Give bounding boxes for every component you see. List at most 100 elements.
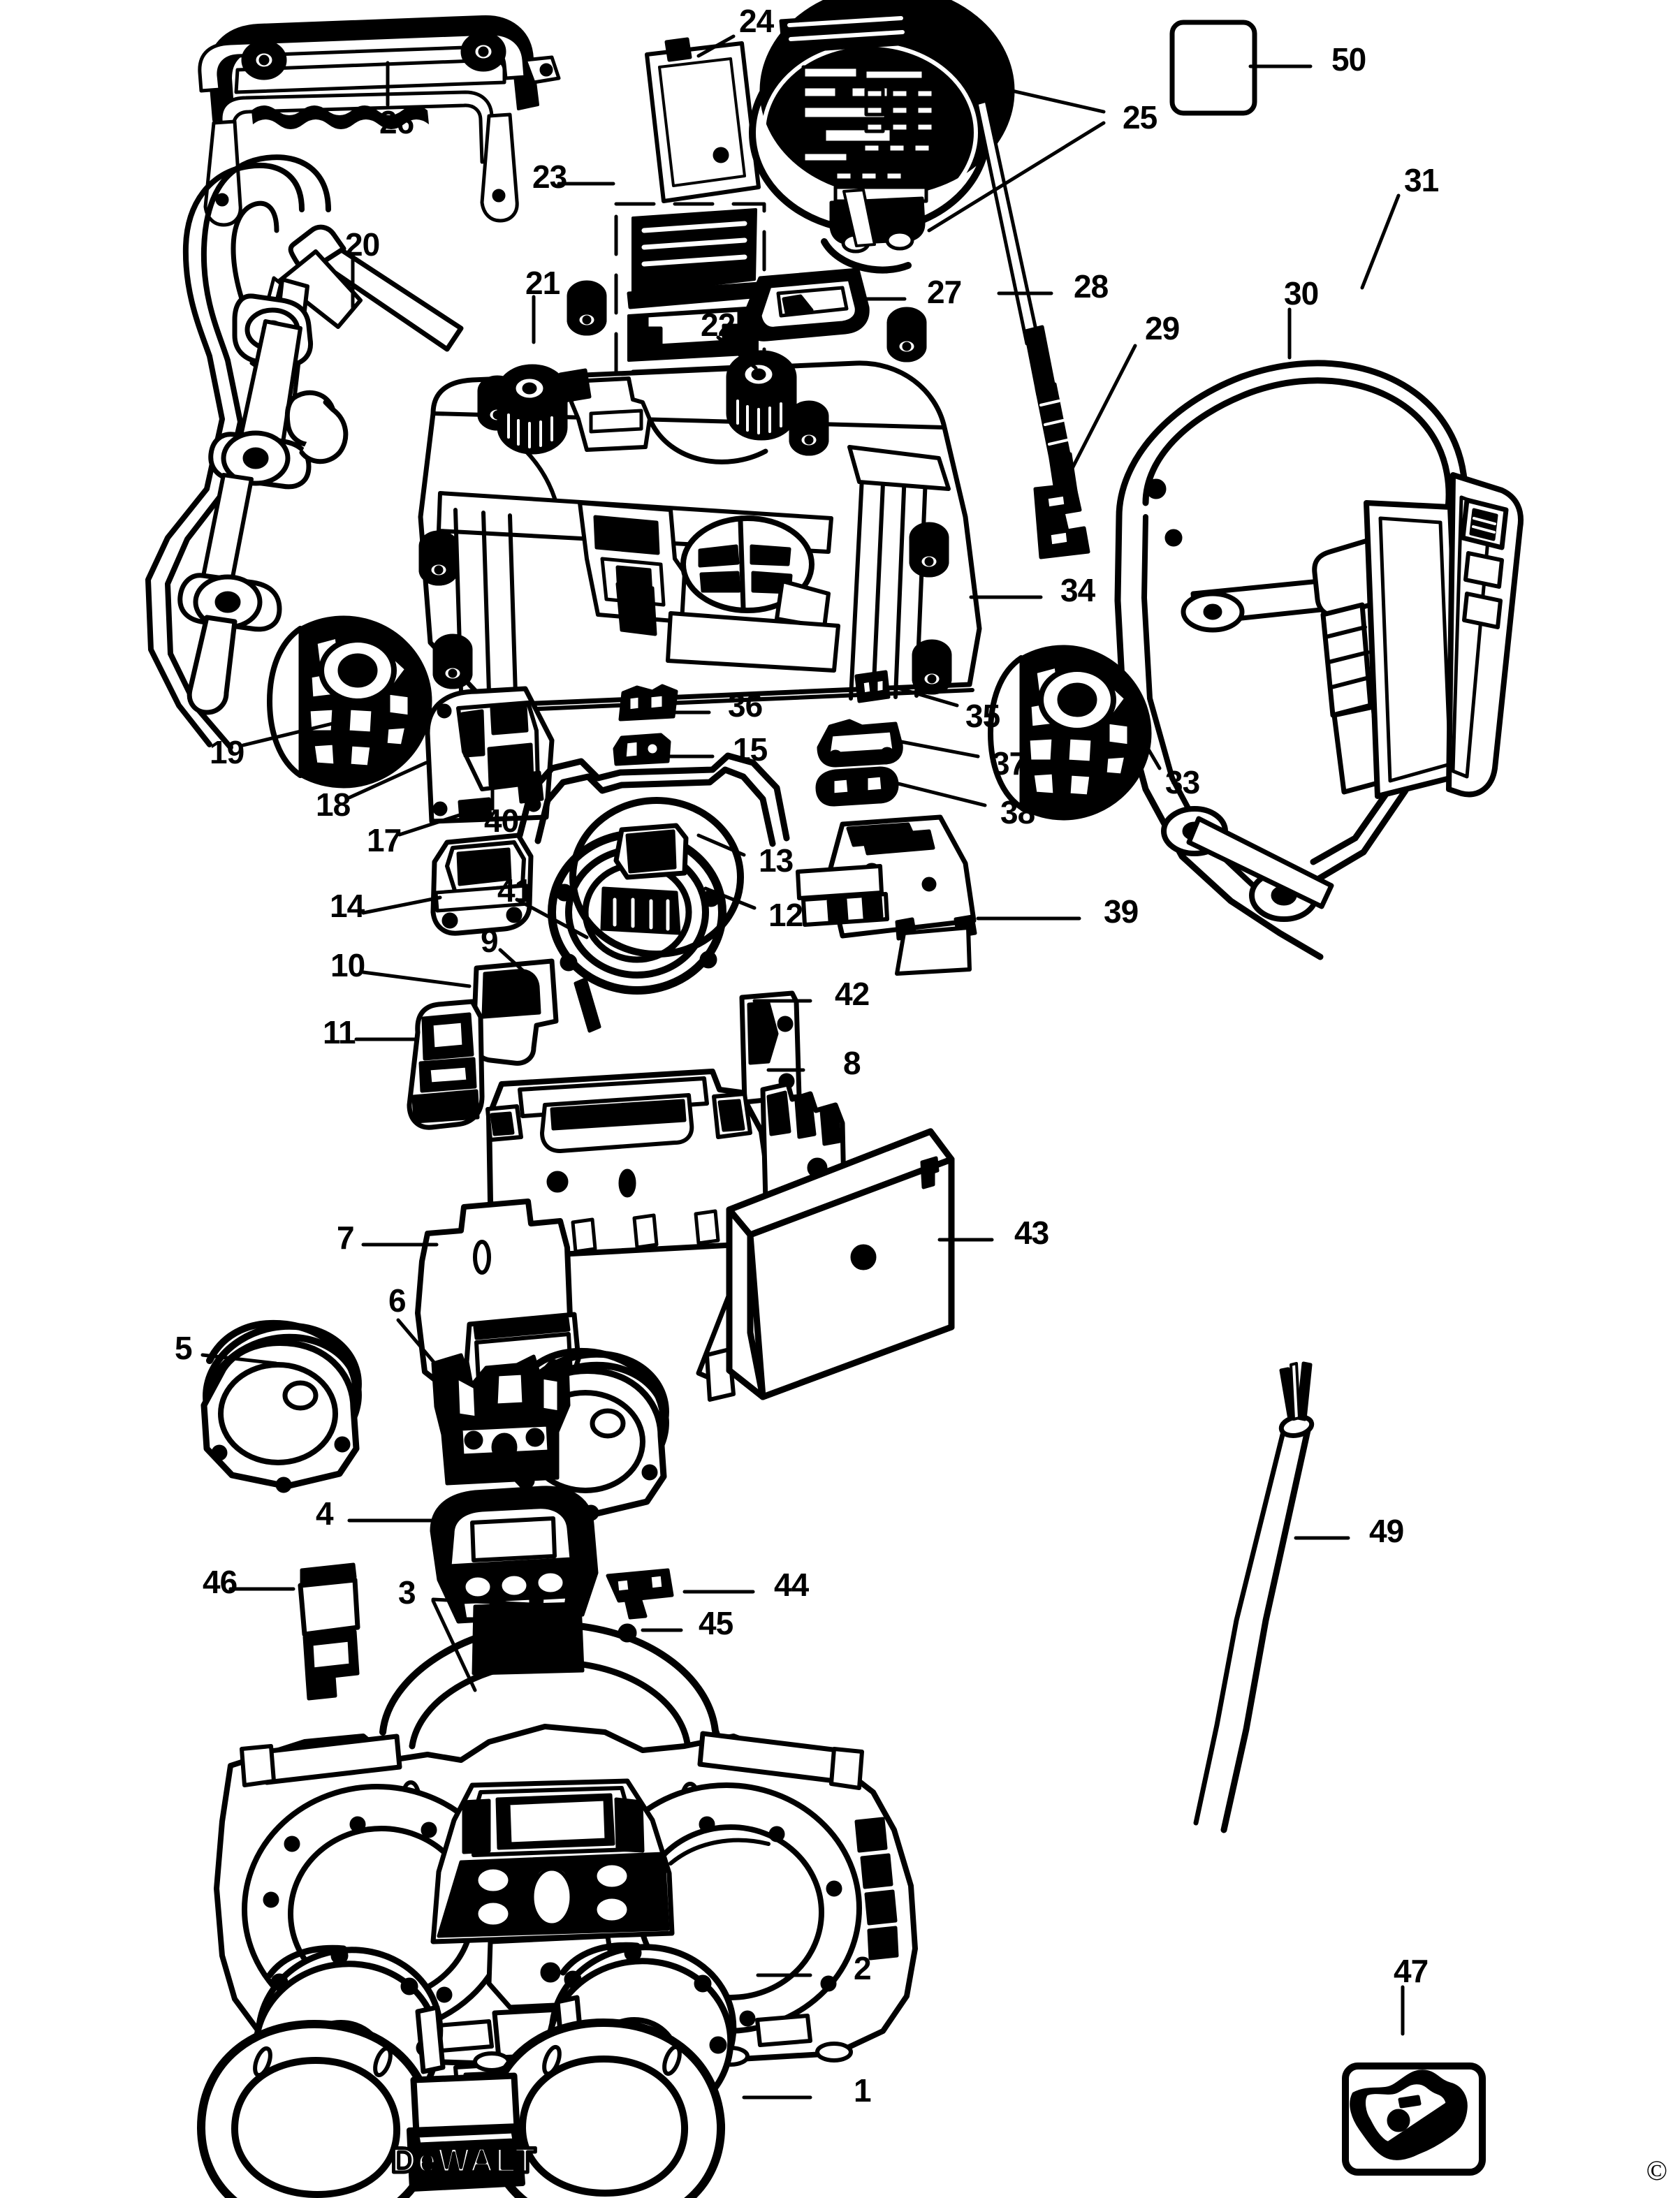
callout-49-power-cord[interactable]: 49: [1369, 1513, 1404, 1549]
part-43-battery-pack-housing: [726, 1128, 955, 1400]
callout-42-mounting-tab-plate[interactable]: 42: [835, 976, 870, 1012]
part-40-wire-form-bracket: [516, 752, 790, 847]
callout-46-aux-jack-module[interactable]: 46: [203, 1564, 238, 1600]
leader-line-19: [241, 721, 337, 747]
part-36-terminal-clip-large: [618, 684, 678, 721]
callout-5-left-speaker-driver[interactable]: 5: [175, 1330, 193, 1366]
part-27-battery-compartment-cap: [741, 268, 870, 342]
callout-13-speaker-basket[interactable]: 13: [759, 842, 794, 879]
callout-21-volume-knob[interactable]: 21: [525, 265, 560, 301]
leader-line-38: [885, 779, 987, 807]
callout-18-side-bracket-plate[interactable]: 18: [316, 786, 351, 823]
part-18-side-bracket-plate: [425, 686, 555, 824]
callout-6-speaker-bracket[interactable]: 6: [388, 1282, 407, 1319]
part-33-right-speaker-grille: [988, 645, 1152, 821]
callout-41-speaker-gasket[interactable]: 41: [497, 872, 532, 909]
callout-33-right-speaker-grille[interactable]: 33: [1165, 764, 1200, 800]
part-9-pin: [574, 977, 601, 1033]
part-20-left-roll-cage-frame: [145, 154, 464, 750]
callout-22-tuner-knob[interactable]: 22: [701, 307, 736, 343]
leader-line-17: [397, 810, 470, 837]
callout-17-retaining-tab[interactable]: 17: [367, 822, 402, 858]
leader-line-13: [696, 833, 746, 857]
leader-lines: [200, 34, 1405, 2100]
part-30-right-roll-cage-frame: [1114, 360, 1468, 960]
leader-line-24: [696, 34, 736, 58]
callout-10-switch-cover[interactable]: 10: [330, 947, 365, 983]
callout-8-chassis-frame[interactable]: 8: [843, 1045, 861, 1081]
leader-line-41: [515, 897, 589, 939]
leader-line-35: [896, 686, 959, 708]
callout-30-right-roll-cage-frame[interactable]: 30: [1284, 275, 1319, 312]
leader-line-29: [1063, 344, 1137, 484]
callout-36-terminal-clip-large[interactable]: 36: [728, 687, 763, 724]
callout-3-front-housing-shell[interactable]: 3: [398, 1574, 416, 1611]
callout-4-control-panel-trim[interactable]: 4: [316, 1495, 334, 1532]
callout-24-battery-door-latch[interactable]: 24: [739, 3, 774, 39]
callout-7-rear-inner-shield[interactable]: 7: [337, 1219, 355, 1256]
callout-12-speaker-magnet-assembly[interactable]: 12: [768, 897, 803, 933]
callout-19-left-speaker-grille[interactable]: 19: [210, 734, 244, 770]
part-28-telescopic-antenna: [974, 98, 1079, 506]
leader-line-12: [703, 886, 757, 910]
part-37-grommet-plate: [817, 719, 903, 768]
part-14-transformer-block: [430, 833, 534, 936]
part-25-wiring-harness-coil: [749, 0, 1015, 274]
part-11-switch-body: [407, 999, 485, 1130]
callout-29-antenna-clip[interactable]: 29: [1145, 310, 1180, 346]
part-46-aux-jack-module: [298, 1562, 360, 1701]
brand-badge-text: DeWALT: [391, 2141, 536, 2180]
part-29-antenna-clip: [1033, 483, 1090, 559]
part-24-battery-door-latch: [645, 37, 761, 203]
leader-line-31: [1360, 193, 1401, 290]
callout-40-wire-form-bracket[interactable]: 40: [484, 803, 519, 839]
part-38-rubber-bushing: [815, 766, 899, 807]
callout-28-telescopic-antenna[interactable]: 28: [1074, 268, 1109, 305]
callout-38-rubber-bushing[interactable]: 38: [1000, 794, 1035, 830]
callout-9-pin[interactable]: 9: [481, 923, 499, 959]
part-50-warning-label: [1169, 20, 1257, 116]
part-45-screw-cap-plug: [618, 1623, 637, 1643]
callout-43-battery-pack-housing[interactable]: 43: [1014, 1215, 1049, 1251]
leader-line-33: [1130, 719, 1162, 770]
copyright-symbol: ©: [1646, 2155, 1667, 2186]
callout-20-left-roll-cage-frame[interactable]: 20: [345, 226, 380, 263]
callout-25-wiring-harness-coil[interactable]: 25: [1123, 99, 1157, 135]
callout-45-screw-cap-plug[interactable]: 45: [699, 1605, 733, 1641]
leader-line-22: [716, 335, 758, 370]
leader-line-10: [361, 970, 472, 988]
callout-35-pcb-spacer[interactable]: 35: [965, 698, 1000, 734]
callout-27-battery-compartment-cap[interactable]: 27: [927, 274, 962, 310]
part-12-speaker-magnet-assembly: [548, 830, 726, 995]
leader-line-3: [431, 1597, 533, 1606]
part-10-switch-cover: [471, 958, 559, 1066]
part-41-speaker-gasket: [613, 823, 689, 880]
callout-14-transformer-block[interactable]: 14: [330, 888, 365, 924]
leader-line-37: [899, 740, 980, 759]
part-47-hardware-kit-label: [1342, 2063, 1486, 2176]
callout-11-switch-body[interactable]: 11: [323, 1014, 356, 1050]
part-49-power-cord: [1193, 1361, 1315, 1833]
callout-1-front-bezel-with-brand-badge[interactable]: 1: [854, 2072, 872, 2109]
callout-2-speaker-cone-pair[interactable]: 2: [854, 1950, 872, 1986]
leader-line-6: [396, 1318, 439, 1368]
callout-47-hardware-kit-label[interactable]: 47: [1394, 1953, 1429, 1989]
callout-31-right-side-panel[interactable]: 31: [1404, 162, 1439, 198]
callout-34-main-chassis-body[interactable]: 34: [1060, 572, 1095, 608]
callout-44-jack-cover-bracket[interactable]: 44: [774, 1567, 809, 1603]
leader-line-5: [200, 1353, 278, 1365]
part-6-speaker-bracket: [431, 1353, 571, 1486]
part-39-battery-terminal-bracket: [796, 814, 977, 976]
part-31-right-side-panel: [1364, 472, 1524, 799]
callout-37-grommet-plate[interactable]: 37: [992, 745, 1027, 782]
callout-15-terminal-clip-small[interactable]: 15: [733, 731, 768, 768]
callout-50-warning-label[interactable]: 50: [1331, 41, 1366, 78]
part-26-carry-handle: [198, 15, 561, 227]
part-15-terminal-clip-small: [613, 733, 671, 766]
callout-39-battery-terminal-bracket[interactable]: 39: [1104, 893, 1139, 930]
callout-23-battery-door-kit[interactable]: 23: [532, 159, 567, 195]
callout-26-carry-handle[interactable]: 26: [379, 104, 414, 140]
part-44-jack-cover-bracket: [606, 1568, 674, 1620]
